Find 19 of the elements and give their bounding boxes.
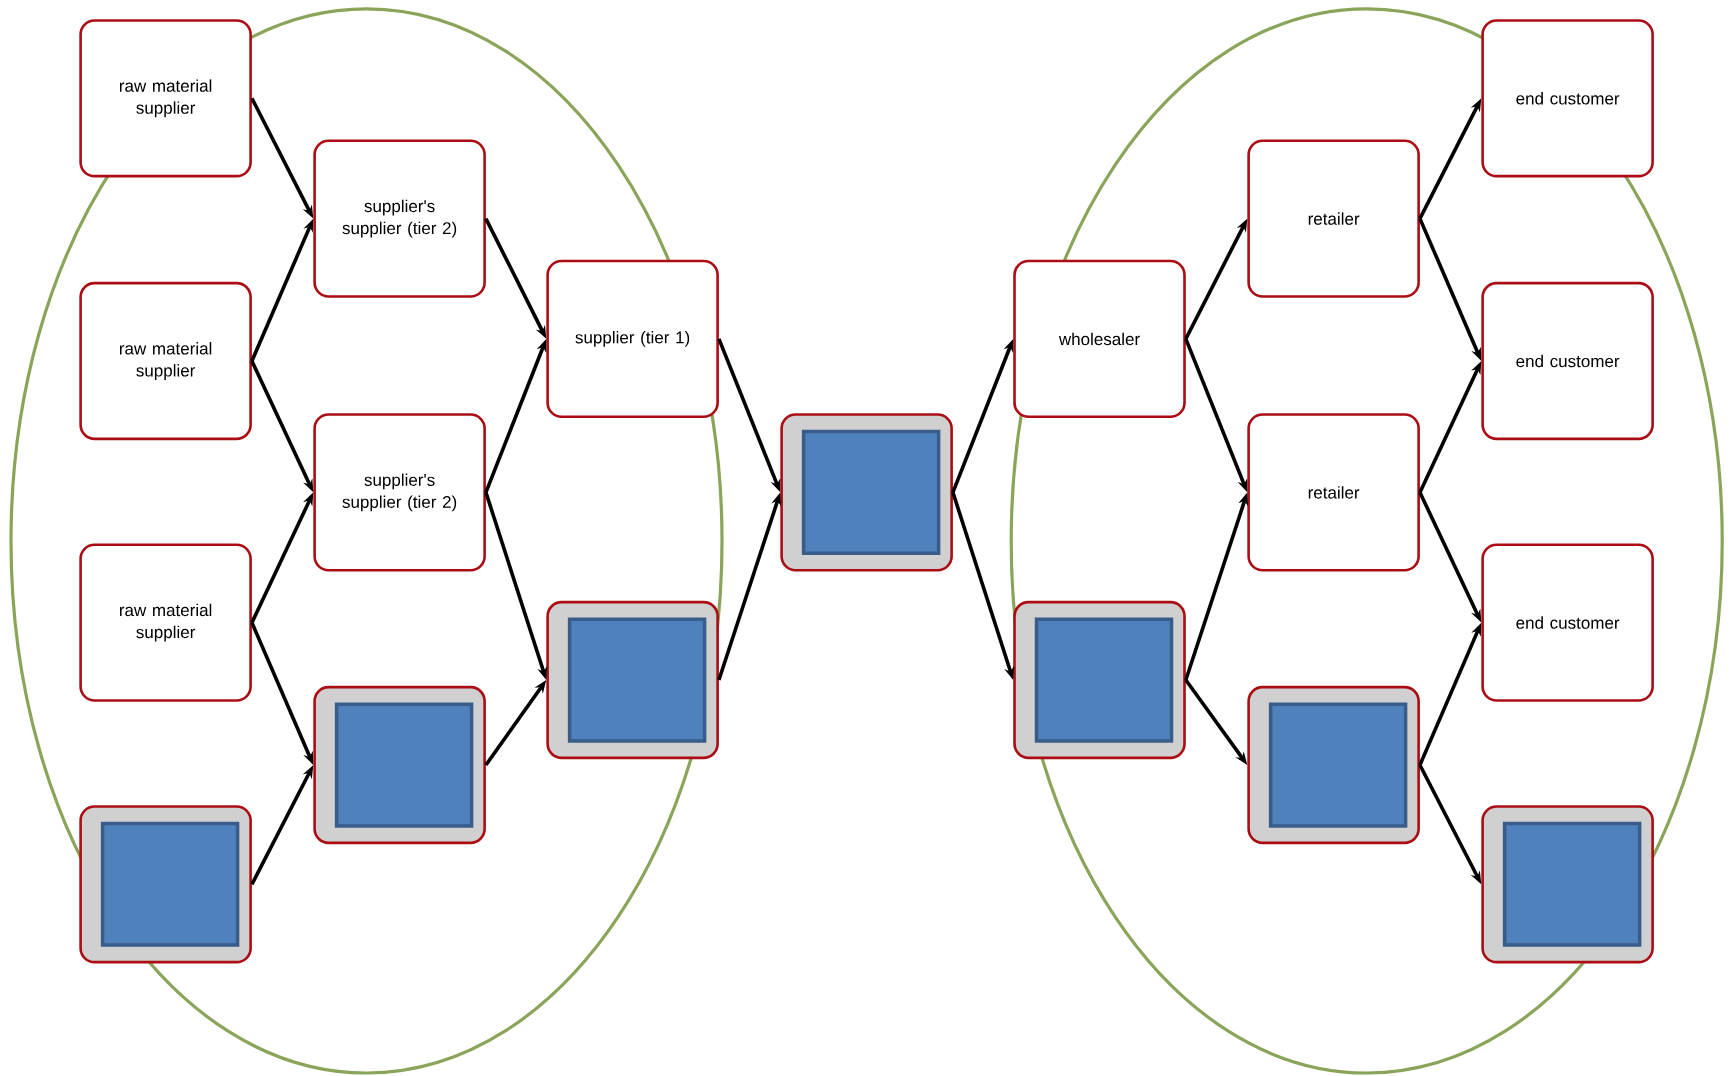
process-box: supplier (tier 1) — [546, 259, 719, 419]
empty-box — [546, 600, 719, 760]
process-box: supplier's supplier (tier 2) — [313, 413, 486, 572]
process-box: raw material supplier — [79, 19, 252, 178]
process-box: end customer — [1481, 19, 1654, 178]
empty-box — [1481, 805, 1654, 964]
process-box: retailer — [1247, 139, 1420, 298]
process-box: end customer — [1481, 281, 1654, 441]
empty-box — [79, 805, 252, 964]
process-box: raw material supplier — [79, 543, 252, 702]
process-box: retailer — [1247, 413, 1420, 572]
empty-box — [1247, 685, 1420, 845]
empty-box — [313, 685, 486, 845]
process-box: raw material supplier — [79, 281, 252, 441]
empty-box — [1013, 600, 1186, 760]
process-box: supplier's supplier (tier 2) — [313, 139, 486, 298]
empty-box — [780, 413, 953, 572]
process-box: wholesaler — [1013, 259, 1186, 419]
process-box: end customer — [1481, 543, 1654, 702]
